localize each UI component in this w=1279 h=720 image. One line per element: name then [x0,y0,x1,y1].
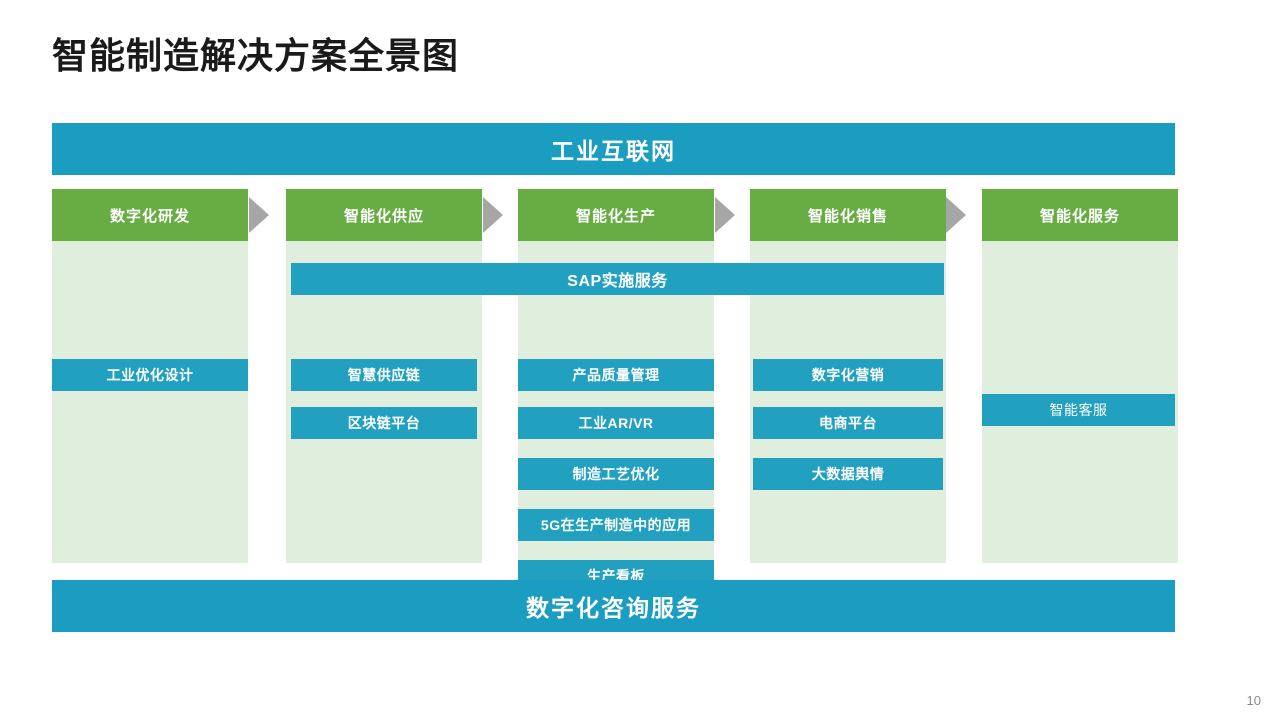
item-industrial-ar-vr[interactable]: 工业AR/VR [518,407,714,439]
column-smart-service: 智能化服务 智能客服 [982,189,1178,563]
column-header-smart-production: 智能化生产 [518,189,714,241]
item-5g-in-manufacturing[interactable]: 5G在生产制造中的应用 [518,509,714,541]
arrow-right-icon-3 [715,189,749,241]
arrow-right-icon-4 [946,189,980,241]
column-header-smart-service: 智能化服务 [982,189,1178,241]
column-body-smart-service: 智能客服 [982,241,1178,563]
item-smart-supply-chain[interactable]: 智慧供应链 [291,359,477,391]
column-header-smart-sales: 智能化销售 [750,189,946,241]
item-smart-customer-service[interactable]: 智能客服 [982,394,1175,426]
banner-digital-consulting-service: 数字化咨询服务 [52,580,1175,632]
item-blockchain-platform[interactable]: 区块链平台 [291,407,477,439]
item-digital-marketing[interactable]: 数字化营销 [753,359,943,391]
column-header-smart-supply: 智能化供应 [286,189,482,241]
column-digital-rd: 数字化研发 工业优化设计 [52,189,248,563]
column-header-digital-rd: 数字化研发 [52,189,248,241]
banner-industrial-internet: 工业互联网 [52,123,1175,175]
arrow-right-icon-2 [483,189,517,241]
column-body-digital-rd: 工业优化设计 [52,241,248,563]
item-big-data-public-opinion[interactable]: 大数据舆情 [753,458,943,490]
item-sap-implementation-service[interactable]: SAP实施服务 [291,263,944,295]
item-industrial-optimized-design[interactable]: 工业优化设计 [52,359,248,391]
column-smart-sales: 智能化销售 数字化营销 电商平台 大数据舆情 [750,189,946,563]
item-product-quality-management[interactable]: 产品质量管理 [518,359,714,391]
item-ecommerce-platform[interactable]: 电商平台 [753,407,943,439]
page-title: 智能制造解决方案全景图 [52,35,460,76]
page-number: 10 [1246,693,1261,708]
column-smart-supply: 智能化供应 智慧供应链 区块链平台 [286,189,482,563]
item-manufacturing-process-optimization[interactable]: 制造工艺优化 [518,458,714,490]
column-smart-production: 智能化生产 产品质量管理 工业AR/VR 制造工艺优化 5G在生产制造中的应用 … [518,189,714,592]
arrow-right-icon-1 [249,189,283,241]
